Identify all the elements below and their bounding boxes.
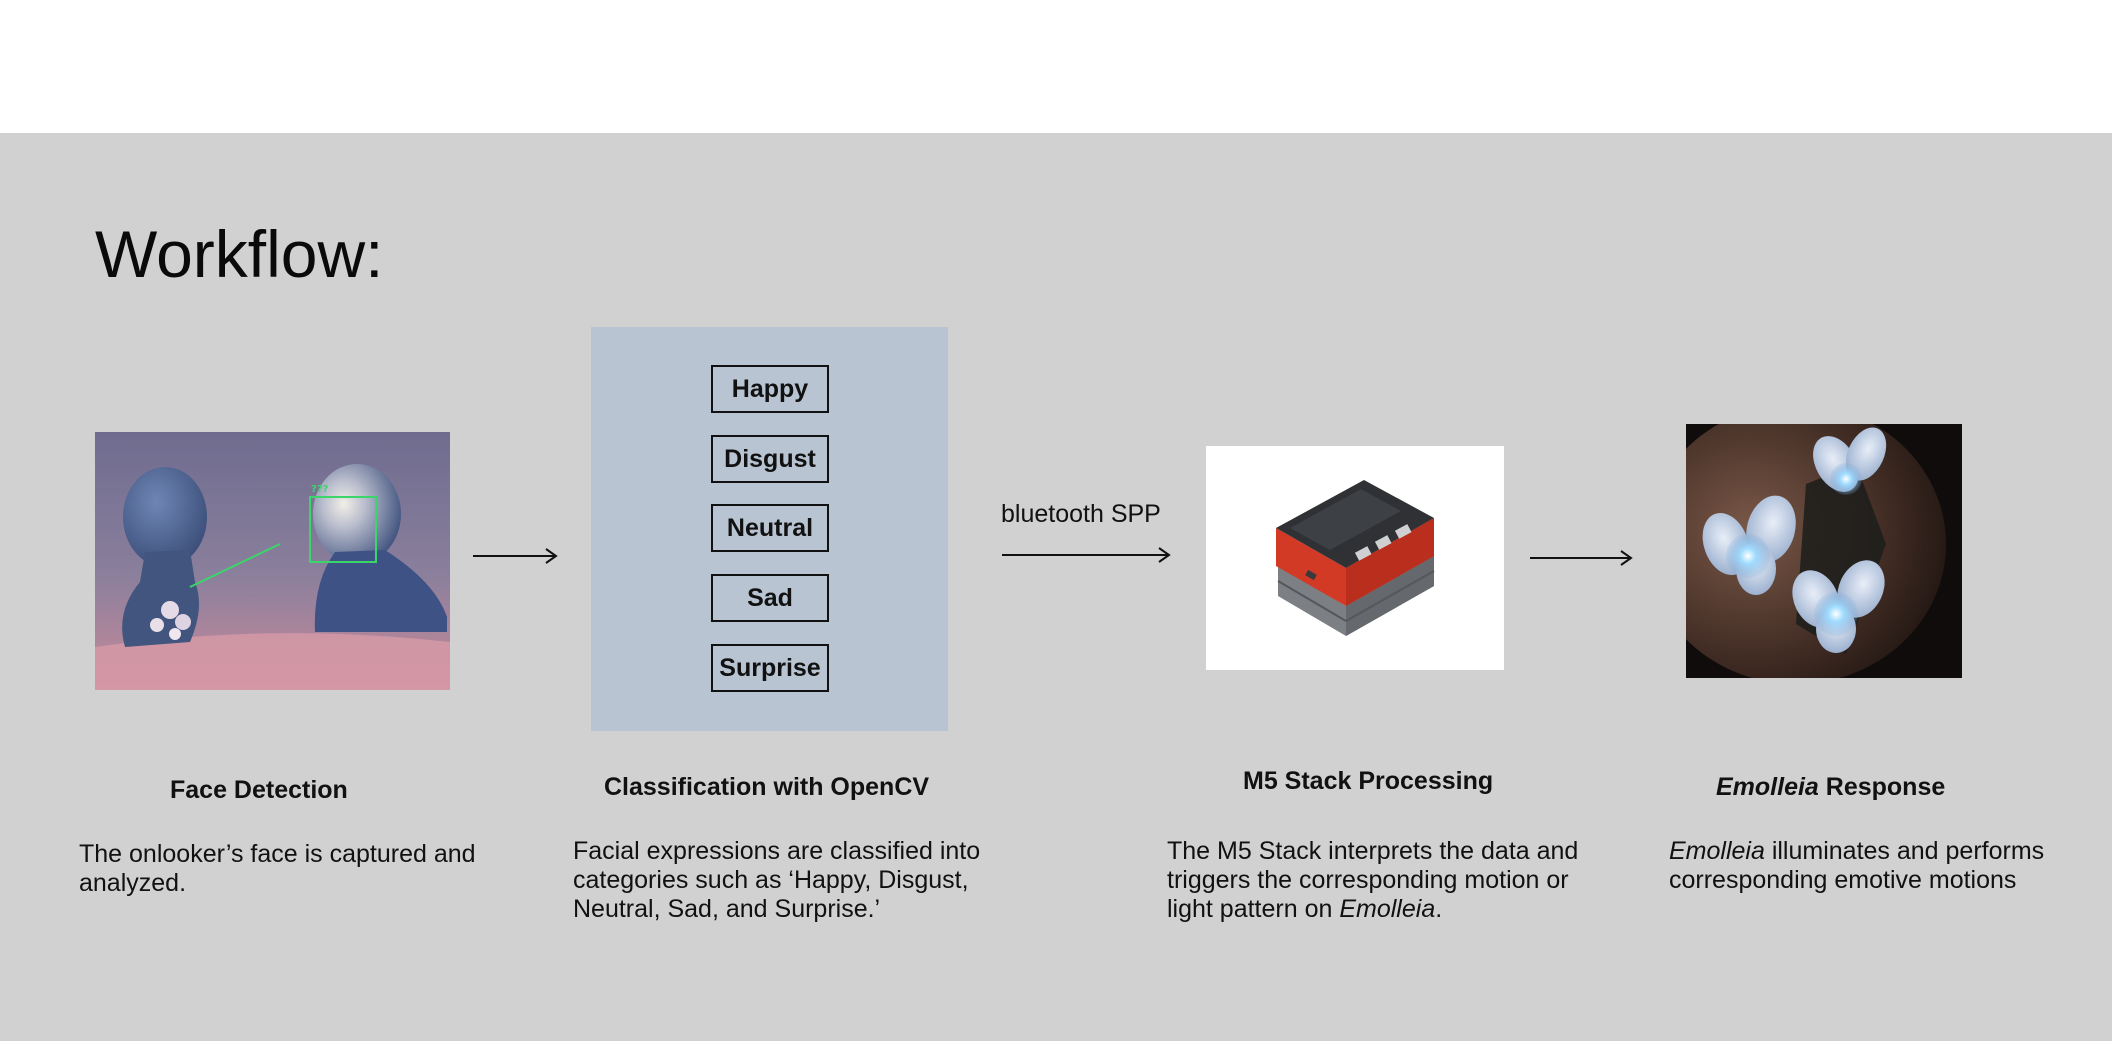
emotion-label: Happy: [711, 365, 829, 413]
bluetooth-label: bluetooth SPP: [1001, 500, 1161, 528]
emolleia-image: [1686, 424, 1962, 678]
page-title: Workflow:: [95, 217, 384, 291]
step-description-m5-processing: The M5 Stack interprets the data and tri…: [1167, 837, 1597, 924]
emotion-label: Disgust: [711, 435, 829, 483]
step-title-emolleia-response: Emolleia Response: [1716, 773, 1945, 802]
description-end: .: [1435, 895, 1443, 923]
emolleia-name: Emolleia: [1339, 895, 1436, 923]
step-description-classification: Facial expressions are classified into c…: [573, 837, 981, 923]
arrow-right-icon: [1002, 547, 1171, 563]
emolleia-name: Emolleia: [1716, 773, 1819, 801]
arrow-right-icon: [473, 548, 558, 564]
emolleia-name: Emolleia: [1669, 837, 1765, 865]
description-text: The M5 Stack interprets the data and tri…: [1167, 837, 1579, 923]
classification-box: Happy Disgust Neutral Sad Surprise: [591, 327, 948, 731]
detection-label: ???: [311, 484, 329, 495]
step-title-face-detection: Face Detection: [170, 776, 348, 804]
step-title-m5-processing: M5 Stack Processing: [1243, 767, 1494, 795]
step-title-suffix: Response: [1818, 773, 1946, 801]
emotion-label: Neutral: [711, 504, 829, 552]
step-description-emolleia-response: Emolleia illuminates and performs corres…: [1669, 837, 2064, 895]
face-detection-image: ???: [95, 432, 450, 690]
arrow-right-icon: [1530, 550, 1633, 566]
m5-stack-image: [1206, 446, 1504, 670]
emotion-label: Sad: [711, 574, 829, 622]
emotion-label: Surprise: [711, 644, 829, 692]
step-title-classification: Classification with OpenCV: [604, 773, 930, 801]
step-description-face-detection: The onlooker’s face is captured and anal…: [79, 840, 476, 897]
description-text: illuminates and performs corresponding e…: [1669, 837, 2045, 894]
